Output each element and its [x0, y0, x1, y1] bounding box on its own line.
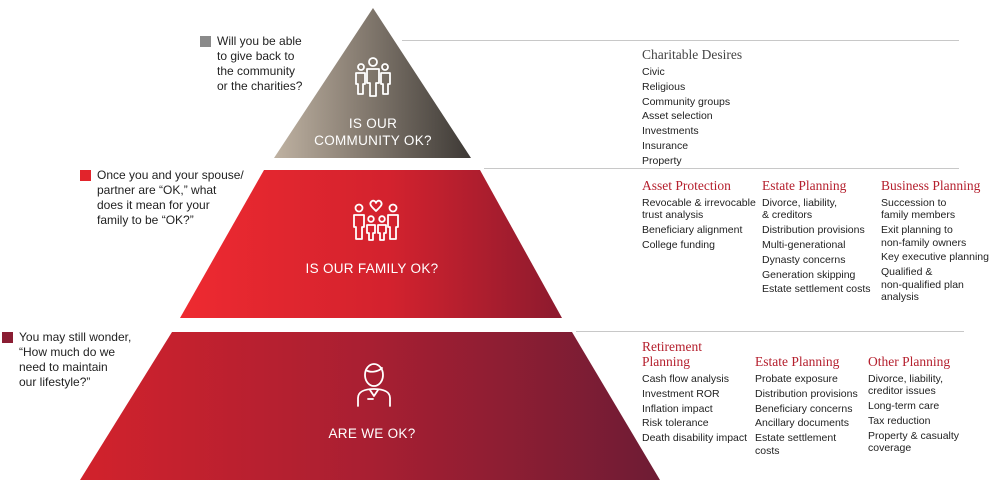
list-item: Divorce, liability, & creditors	[762, 197, 838, 222]
section-other-planning: Other Planning Divorce, liability, credi…	[868, 354, 988, 457]
list-item: Investment ROR	[642, 387, 720, 400]
person-icon	[357, 363, 391, 407]
section-title: Business Planning	[881, 178, 981, 193]
section-items: Divorce, liability, creditor issues Long…	[868, 373, 988, 455]
legend-square-community	[200, 36, 211, 47]
list-item: Dynasty concerns	[762, 253, 846, 266]
section-charitable-desires: Charitable Desires Civic Religious Commu…	[642, 47, 842, 170]
list-item: Qualified & non-qualified plan analysis	[881, 266, 964, 304]
tier-label-community: IS OUR COMMUNITY OK?	[314, 116, 432, 148]
section-estate-planning-family: Estate Planning Divorce, liability, & cr…	[762, 178, 880, 298]
question-family-text: Once you and your spouse/ partner are “O…	[97, 168, 244, 227]
list-item: Ancillary documents	[755, 417, 849, 430]
pyramid-tier-lifestyle	[80, 332, 660, 480]
tier-label-lifestyle: ARE WE OK?	[328, 426, 416, 441]
list-item: Asset selection	[642, 110, 713, 123]
divider-rule-family	[484, 168, 959, 169]
section-title: Estate Planning	[755, 354, 840, 369]
list-item: Generation skipping	[762, 268, 856, 281]
list-item: Property & casualty coverage	[868, 429, 960, 455]
question-lifestyle-text: You may still wonder, “How much do we ne…	[19, 330, 132, 389]
list-item: Tax reduction	[868, 415, 931, 427]
legend-square-family	[80, 170, 91, 181]
list-item: Investments	[642, 125, 699, 138]
section-retirement-planning: Retirement Planning Cash flow analysis I…	[642, 339, 752, 447]
list-item: Beneficiary alignment	[642, 224, 743, 237]
legend-square-lifestyle	[2, 332, 13, 343]
list-item: Long-term care	[868, 400, 940, 413]
question-community-text: Will you be able to give back to the com…	[217, 34, 303, 93]
question-lifestyle: You may still wonder, “How much do we ne…	[2, 330, 152, 392]
list-item: Divorce, liability, creditor issues	[868, 373, 944, 398]
list-item: Religious	[642, 80, 686, 93]
list-item: Exit planning to non-family owners	[881, 224, 967, 249]
list-item: Civic	[642, 66, 665, 78]
section-title: Other Planning	[868, 354, 951, 369]
list-item: Multi-generational	[762, 239, 846, 251]
list-item: College funding	[642, 239, 715, 251]
divider-rule-lifestyle	[576, 331, 964, 332]
group-of-people-icon	[355, 57, 391, 97]
section-title: Retirement Planning	[642, 339, 702, 369]
tier-label-family: IS OUR FAMILY OK?	[305, 261, 439, 276]
family-with-heart-icon	[353, 199, 399, 241]
pyramid-tier-community	[274, 8, 471, 158]
section-title: Charitable Desires	[642, 47, 743, 62]
list-item: Cash flow analysis	[642, 373, 729, 385]
divider-rule-community	[402, 40, 959, 41]
section-items: Divorce, liability, & creditors Distribu…	[762, 197, 880, 296]
section-asset-protection: Asset Protection Revocable & irrevocable…	[642, 178, 760, 254]
section-items: Civic Religious Community groups Asset s…	[642, 66, 842, 167]
question-community: Will you be able to give back to the com…	[200, 34, 340, 96]
list-item: Risk tolerance	[642, 417, 709, 430]
section-items: Succession to family members Exit planni…	[881, 197, 993, 303]
list-item: Key executive planning	[881, 251, 989, 264]
section-title: Estate Planning	[762, 178, 847, 193]
list-item: Community groups	[642, 95, 731, 108]
section-items: Cash flow analysis Investment ROR Inflat…	[642, 373, 752, 445]
section-items: Revocable & irrevocable trust analysis B…	[642, 197, 760, 251]
section-title: Asset Protection	[642, 178, 731, 193]
list-item: Revocable & irrevocable trust analysis	[642, 197, 756, 222]
list-item: Death disability impact	[642, 432, 748, 445]
section-business-planning: Business Planning Succession to family m…	[881, 178, 993, 306]
list-item: Estate settlement costs	[755, 432, 837, 457]
list-item: Beneficiary concerns	[755, 402, 853, 415]
list-item: Probate exposure	[755, 373, 838, 385]
pyramid-tier-family	[180, 170, 562, 318]
question-family: Once you and your spouse/ partner are “O…	[80, 168, 260, 230]
list-item: Insurance	[642, 139, 689, 152]
section-estate-planning-lifestyle: Estate Planning Probate exposure Distrib…	[755, 354, 867, 459]
list-item: Property	[642, 154, 682, 167]
section-items: Probate exposure Distribution provisions…	[755, 373, 867, 457]
list-item: Inflation impact	[642, 402, 713, 415]
list-item: Estate settlement costs	[762, 283, 871, 296]
list-item: Distribution provisions	[762, 224, 865, 237]
list-item: Succession to family members	[881, 197, 956, 222]
list-item: Distribution provisions	[755, 387, 858, 400]
